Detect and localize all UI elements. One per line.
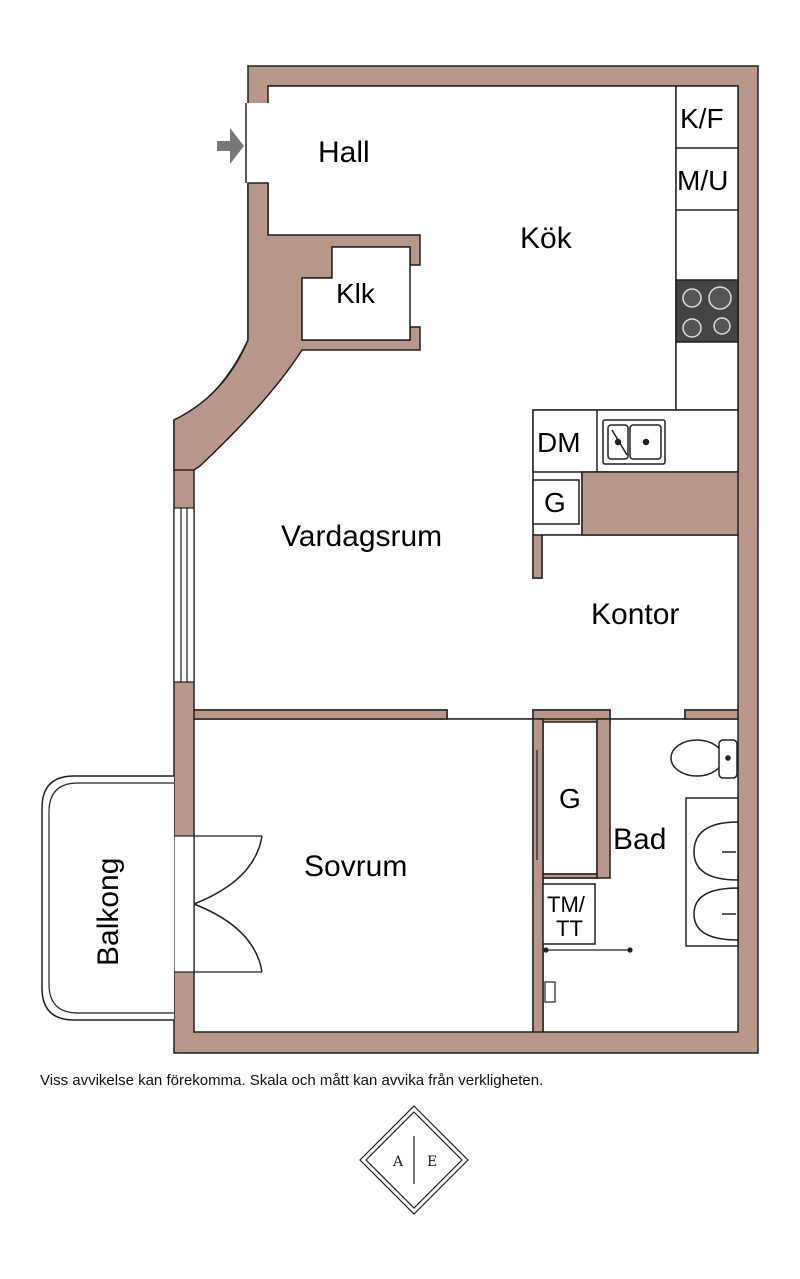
label-kok: Kök — [520, 222, 573, 255]
label-sovrum: Sovrum — [304, 850, 407, 883]
label-bad: Bad — [613, 823, 666, 856]
shower-tap-icon — [544, 981, 556, 1003]
disclaimer: Viss avvikelse kan förekomma. Skala och … — [40, 1072, 544, 1089]
balcony-door — [173, 835, 263, 973]
label-g-closet: G — [559, 783, 581, 814]
closet-g — [542, 721, 598, 875]
label-klk: Klk — [336, 278, 376, 309]
label-dm: DM — [537, 427, 581, 458]
label-tm: TM/ — [547, 892, 586, 917]
sink-icon — [602, 419, 666, 465]
entrance-opening — [246, 103, 270, 183]
logo-letter-a: A — [392, 1154, 404, 1170]
label-kf: K/F — [680, 103, 724, 134]
washer-box — [542, 883, 596, 945]
kitchen-counter — [532, 85, 739, 525]
label-mu: M/U — [677, 165, 728, 196]
balcony-inner — [48, 782, 174, 1014]
toilet-icon — [670, 739, 738, 779]
label-tt: TT — [556, 916, 583, 941]
window-left — [173, 507, 195, 683]
label-g-kitchen: G — [544, 487, 566, 518]
label-balkong: Balkong — [92, 858, 125, 966]
floor-klk — [301, 246, 411, 341]
logo: A E — [359, 1105, 469, 1215]
shower-rail — [543, 947, 633, 1003]
label-kontor: Kontor — [591, 598, 679, 631]
label-hall: Hall — [318, 136, 370, 169]
label-vardagsrum: Vardagsrum — [281, 520, 442, 553]
balcony — [41, 775, 174, 1021]
partition-walls — [193, 471, 739, 1033]
washbasin-icon — [685, 797, 739, 947]
floor-areas — [193, 85, 739, 1033]
logo-letter-e: E — [427, 1154, 437, 1170]
entrance-arrow-icon — [217, 128, 244, 164]
